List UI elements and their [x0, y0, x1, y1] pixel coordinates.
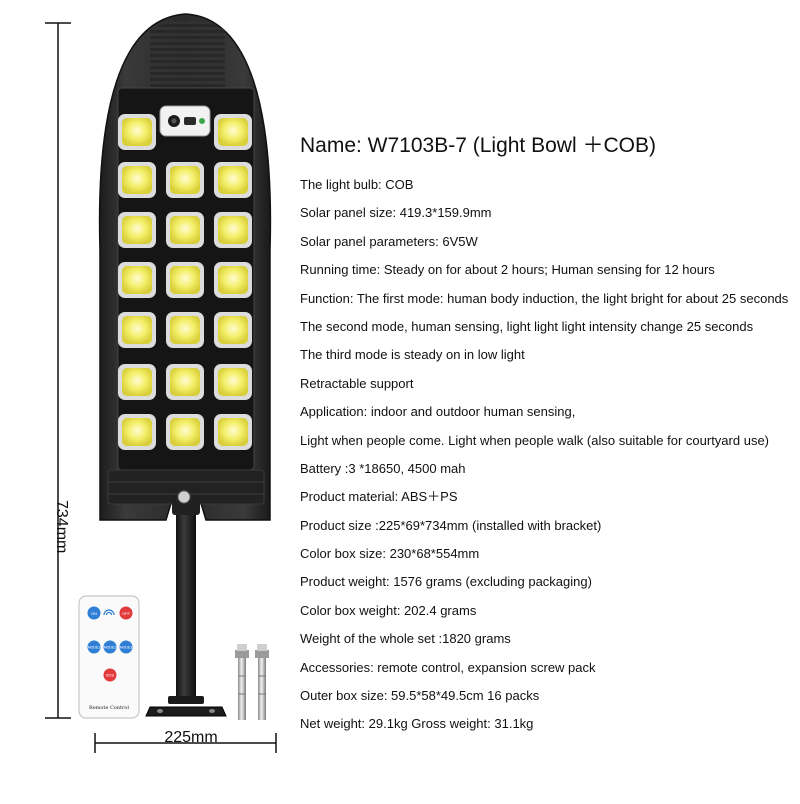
led-chip	[118, 262, 156, 298]
spec-item: Running time: Steady on for about 2 hour…	[300, 262, 715, 278]
mounting-base	[145, 706, 227, 717]
remote-mode3-button: MODE3	[119, 640, 133, 654]
led-chip	[118, 364, 156, 400]
led-chip	[166, 212, 204, 248]
led-chip	[166, 162, 204, 198]
spec-item: The third mode is steady on in low light	[300, 347, 525, 363]
height-dimension-label: 734mm	[53, 500, 70, 554]
svg-text:ON: ON	[91, 611, 97, 616]
remote-control-label: Remote Control	[88, 705, 130, 711]
svg-text:MODE1: MODE1	[88, 646, 101, 650]
led-chip	[214, 162, 252, 198]
remote-control: ON OFF MODE1 MODE2 MODE3	[78, 595, 140, 719]
spec-item: Product size :225*69*734mm (installed wi…	[300, 517, 602, 533]
led-chip	[214, 364, 252, 400]
expansion-screw-pack	[235, 644, 269, 720]
spec-item: Color box weight: 202.4 grams	[300, 602, 477, 618]
spec-panel: Name: W7103B-7 (Light Bowl ＋COB) The lig…	[300, 128, 790, 739]
spec-item: Light when people come. Light when peopl…	[300, 432, 769, 448]
remote-off-button: OFF	[119, 606, 133, 620]
spec-item: Accessories: remote control, expansion s…	[300, 659, 596, 675]
height-dimension-line	[45, 22, 71, 719]
led-grid	[118, 114, 252, 450]
spec-item: Weight of the whole set :1820 grams	[300, 631, 511, 647]
led-chip	[214, 414, 252, 450]
svg-text:MODE2: MODE2	[104, 646, 117, 650]
expansion-screw	[235, 644, 249, 720]
spec-item: Battery :3 *18650, 4500 mah	[300, 460, 466, 476]
spec-item: The second mode, human sensing, light li…	[300, 318, 754, 334]
remote-sos-button: SOS	[103, 668, 117, 682]
spec-item: The light bulb: COB	[300, 177, 414, 192]
remote-mode1-button: MODE1	[87, 640, 101, 654]
led-chip	[166, 312, 204, 348]
width-dimension-line	[94, 733, 277, 753]
led-chip	[118, 114, 156, 150]
led-chip	[118, 414, 156, 450]
spec-item: Solar panel parameters: 6V5W	[300, 233, 478, 249]
spec-item: Net weight: 29.1kg Gross weight: 31.1kg	[300, 716, 534, 732]
led-chip	[118, 162, 156, 198]
svg-text:OFF: OFF	[122, 611, 131, 616]
led-chip	[166, 262, 204, 298]
led-chip	[166, 364, 204, 400]
svg-text:SOS: SOS	[106, 673, 115, 678]
spec-list: The light bulb: COB Solar panel size: 41…	[300, 171, 790, 739]
expansion-screw	[255, 644, 269, 720]
led-chip	[214, 212, 252, 248]
spec-item: Outer box size: 59.5*58*49.5cm 16 packs	[300, 688, 540, 704]
spec-item: Product material: ABS＋PS	[300, 489, 458, 505]
svg-text:MODE3: MODE3	[120, 646, 133, 650]
led-chip	[118, 312, 156, 348]
led-chip	[166, 414, 204, 450]
motion-sensor	[159, 105, 211, 137]
mounting-pole	[168, 490, 204, 704]
remote-mode2-button: MODE2	[103, 640, 117, 654]
led-chip	[118, 212, 156, 248]
led-chip	[214, 114, 252, 150]
spec-item: Solar panel size: 419.3*159.9mm	[300, 205, 492, 221]
width-dimension-label: 225mm	[164, 729, 218, 746]
remote-on-button: ON	[87, 606, 101, 620]
led-chip	[214, 312, 252, 348]
spec-item: Product weight: 1576 grams (excluding pa…	[300, 574, 592, 590]
spec-item: Function: The first mode: human body ind…	[300, 290, 789, 306]
product-name: Name: W7103B-7 (Light Bowl ＋COB)	[300, 134, 656, 157]
spec-item: Application: indoor and outdoor human se…	[300, 404, 576, 420]
led-chip	[214, 262, 252, 298]
spec-item: Retractable support	[300, 375, 414, 391]
wifi-icon	[103, 609, 115, 616]
spec-item: Color box size: 230*68*554mm	[300, 546, 480, 562]
